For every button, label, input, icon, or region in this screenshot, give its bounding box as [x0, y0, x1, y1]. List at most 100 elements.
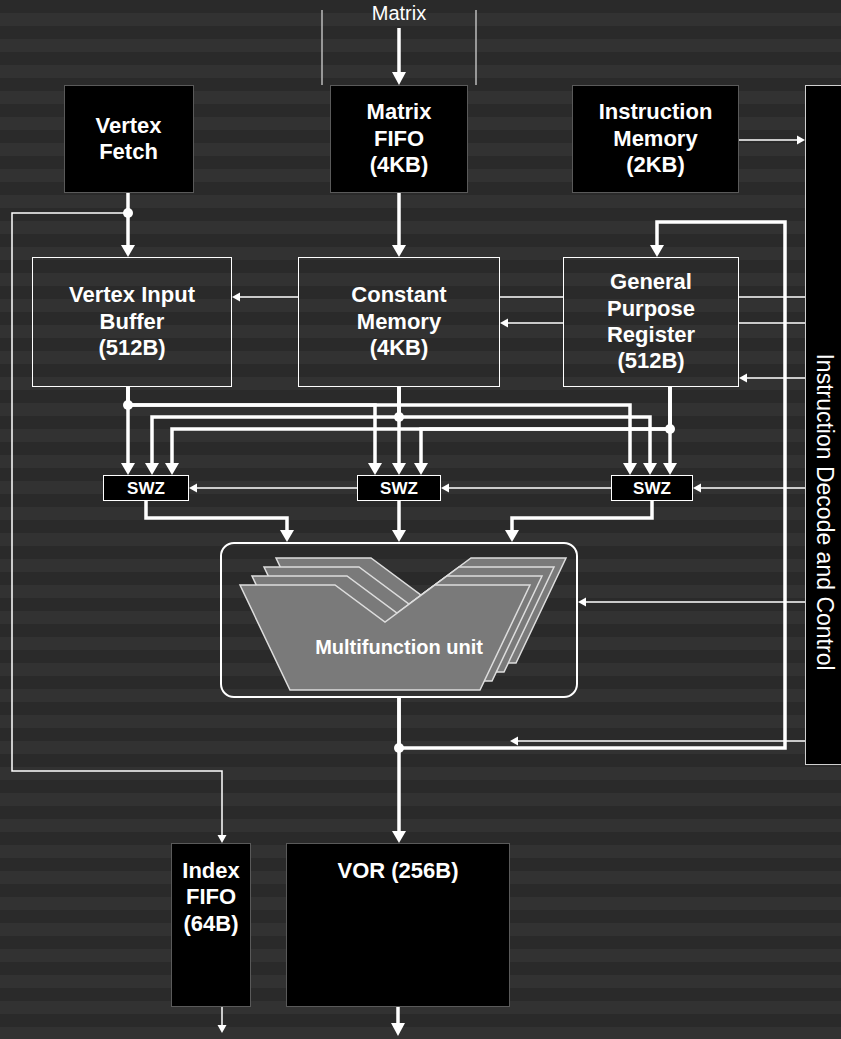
connector-line: [739, 139, 798, 141]
arrow-head: [500, 319, 508, 328]
data-bus: [128, 387, 637, 475]
block-box: Instruction Memory (2KB): [572, 85, 739, 193]
control-line: [189, 484, 357, 493]
connector-line: [128, 387, 630, 464]
arrow-head: [392, 72, 406, 85]
connector-line: [512, 501, 652, 531]
control-line: [232, 293, 298, 302]
block-label: SWZ: [127, 480, 165, 497]
block-label: Constant Memory (4KB): [339, 282, 459, 361]
arrow-head: [510, 737, 518, 746]
block-label: Index FIFO (64B): [176, 858, 246, 937]
control-line: [500, 297, 563, 298]
connector-line: [517, 740, 805, 742]
data-bus: [145, 387, 399, 475]
connector-line: [152, 387, 399, 464]
fifo-bracket: [321, 10, 323, 85]
arrow-head: [693, 484, 701, 493]
arrow-head: [165, 463, 179, 475]
block-label: VOR (256B): [337, 858, 458, 884]
arrow-head: [392, 245, 406, 257]
output-arrow: [396, 1007, 400, 1024]
block-label: Vertex Input Buffer (512B): [65, 282, 200, 361]
arrow-head: [189, 484, 197, 493]
arrow-head: [663, 463, 677, 475]
arrow-head: [392, 463, 406, 475]
data-bus: [128, 387, 382, 475]
connector-line: [239, 296, 298, 298]
arrow-head: [392, 831, 406, 843]
block-label: Instruction Memory (2KB): [588, 99, 723, 178]
arrow-head: [643, 463, 657, 475]
connector-line: [421, 387, 670, 464]
arrow-head: [391, 1023, 405, 1036]
block-label: SWZ: [380, 480, 418, 497]
data-bus: [392, 501, 406, 542]
control-line: [739, 297, 805, 298]
connector-line: [397, 501, 401, 531]
control-line: [693, 484, 805, 493]
block-box: Vertex Fetch: [64, 85, 194, 193]
arrow-head: [392, 530, 406, 542]
data-bus: [505, 501, 652, 542]
arrow-head: [121, 463, 135, 475]
connector-line: [739, 322, 805, 324]
connector-line: [668, 387, 672, 464]
connector-line: [172, 387, 670, 464]
connector-line: [700, 487, 805, 489]
data-bus: [414, 387, 670, 475]
arrow-head: [623, 463, 637, 475]
arrow-head: [218, 835, 227, 843]
block-label: SWZ: [633, 480, 671, 497]
arrow-head: [218, 1025, 227, 1033]
output-arrow: [221, 1007, 223, 1026]
block-box: SWZ: [611, 475, 693, 501]
control-line: [739, 136, 805, 145]
block-box: Matrix FIFO (4KB): [330, 85, 468, 193]
connector-line: [500, 296, 563, 298]
control-line: [500, 319, 563, 328]
block-box: Index FIFO (64B): [171, 843, 251, 1007]
connector-line: [399, 222, 785, 748]
block-box: SWZ: [103, 475, 189, 501]
connector-line: [397, 193, 401, 246]
arrow-head: [650, 245, 664, 257]
input-label: Matrix: [339, 2, 459, 24]
arrow-head: [441, 484, 449, 493]
arrow-head: [280, 530, 294, 542]
control-line: [441, 484, 611, 493]
connector-line: [739, 296, 805, 298]
arrow-head: [739, 374, 747, 383]
connector-line: [196, 487, 357, 489]
block-label: Matrix FIFO (4KB): [354, 99, 444, 178]
control-line: [739, 323, 805, 324]
connector-line: [146, 501, 287, 531]
block-label: Vertex Fetch: [69, 113, 189, 166]
data-bus: [165, 387, 670, 475]
data-bus: [663, 387, 677, 475]
connector-line: [128, 387, 375, 464]
arrow-head: [121, 245, 135, 257]
block-label: Multifunction unit: [222, 636, 576, 658]
control-bar: Instruction Decode and Control: [805, 85, 841, 765]
arrow-head: [232, 293, 240, 302]
data-bus: [146, 501, 294, 542]
alu-illustration: [240, 558, 566, 690]
control-line: [739, 374, 805, 383]
arrow-head: [145, 463, 159, 475]
arrow-head: [414, 463, 428, 475]
connector-line: [585, 601, 805, 603]
data-bus: [399, 387, 657, 475]
connector-line: [507, 322, 563, 324]
block-box: Vertex Input Buffer (512B): [32, 257, 232, 387]
block-box: Constant Memory (4KB): [298, 257, 500, 387]
fifo-bracket: [475, 10, 477, 85]
arrow-head: [505, 530, 519, 542]
arrow-head: [368, 463, 382, 475]
block-label: General Purpose Register (512B): [591, 269, 711, 375]
input-arrow: [397, 28, 401, 74]
connector-line: [399, 387, 650, 464]
block-box: General Purpose Register (512B): [563, 257, 739, 387]
data-bus: [399, 222, 785, 748]
